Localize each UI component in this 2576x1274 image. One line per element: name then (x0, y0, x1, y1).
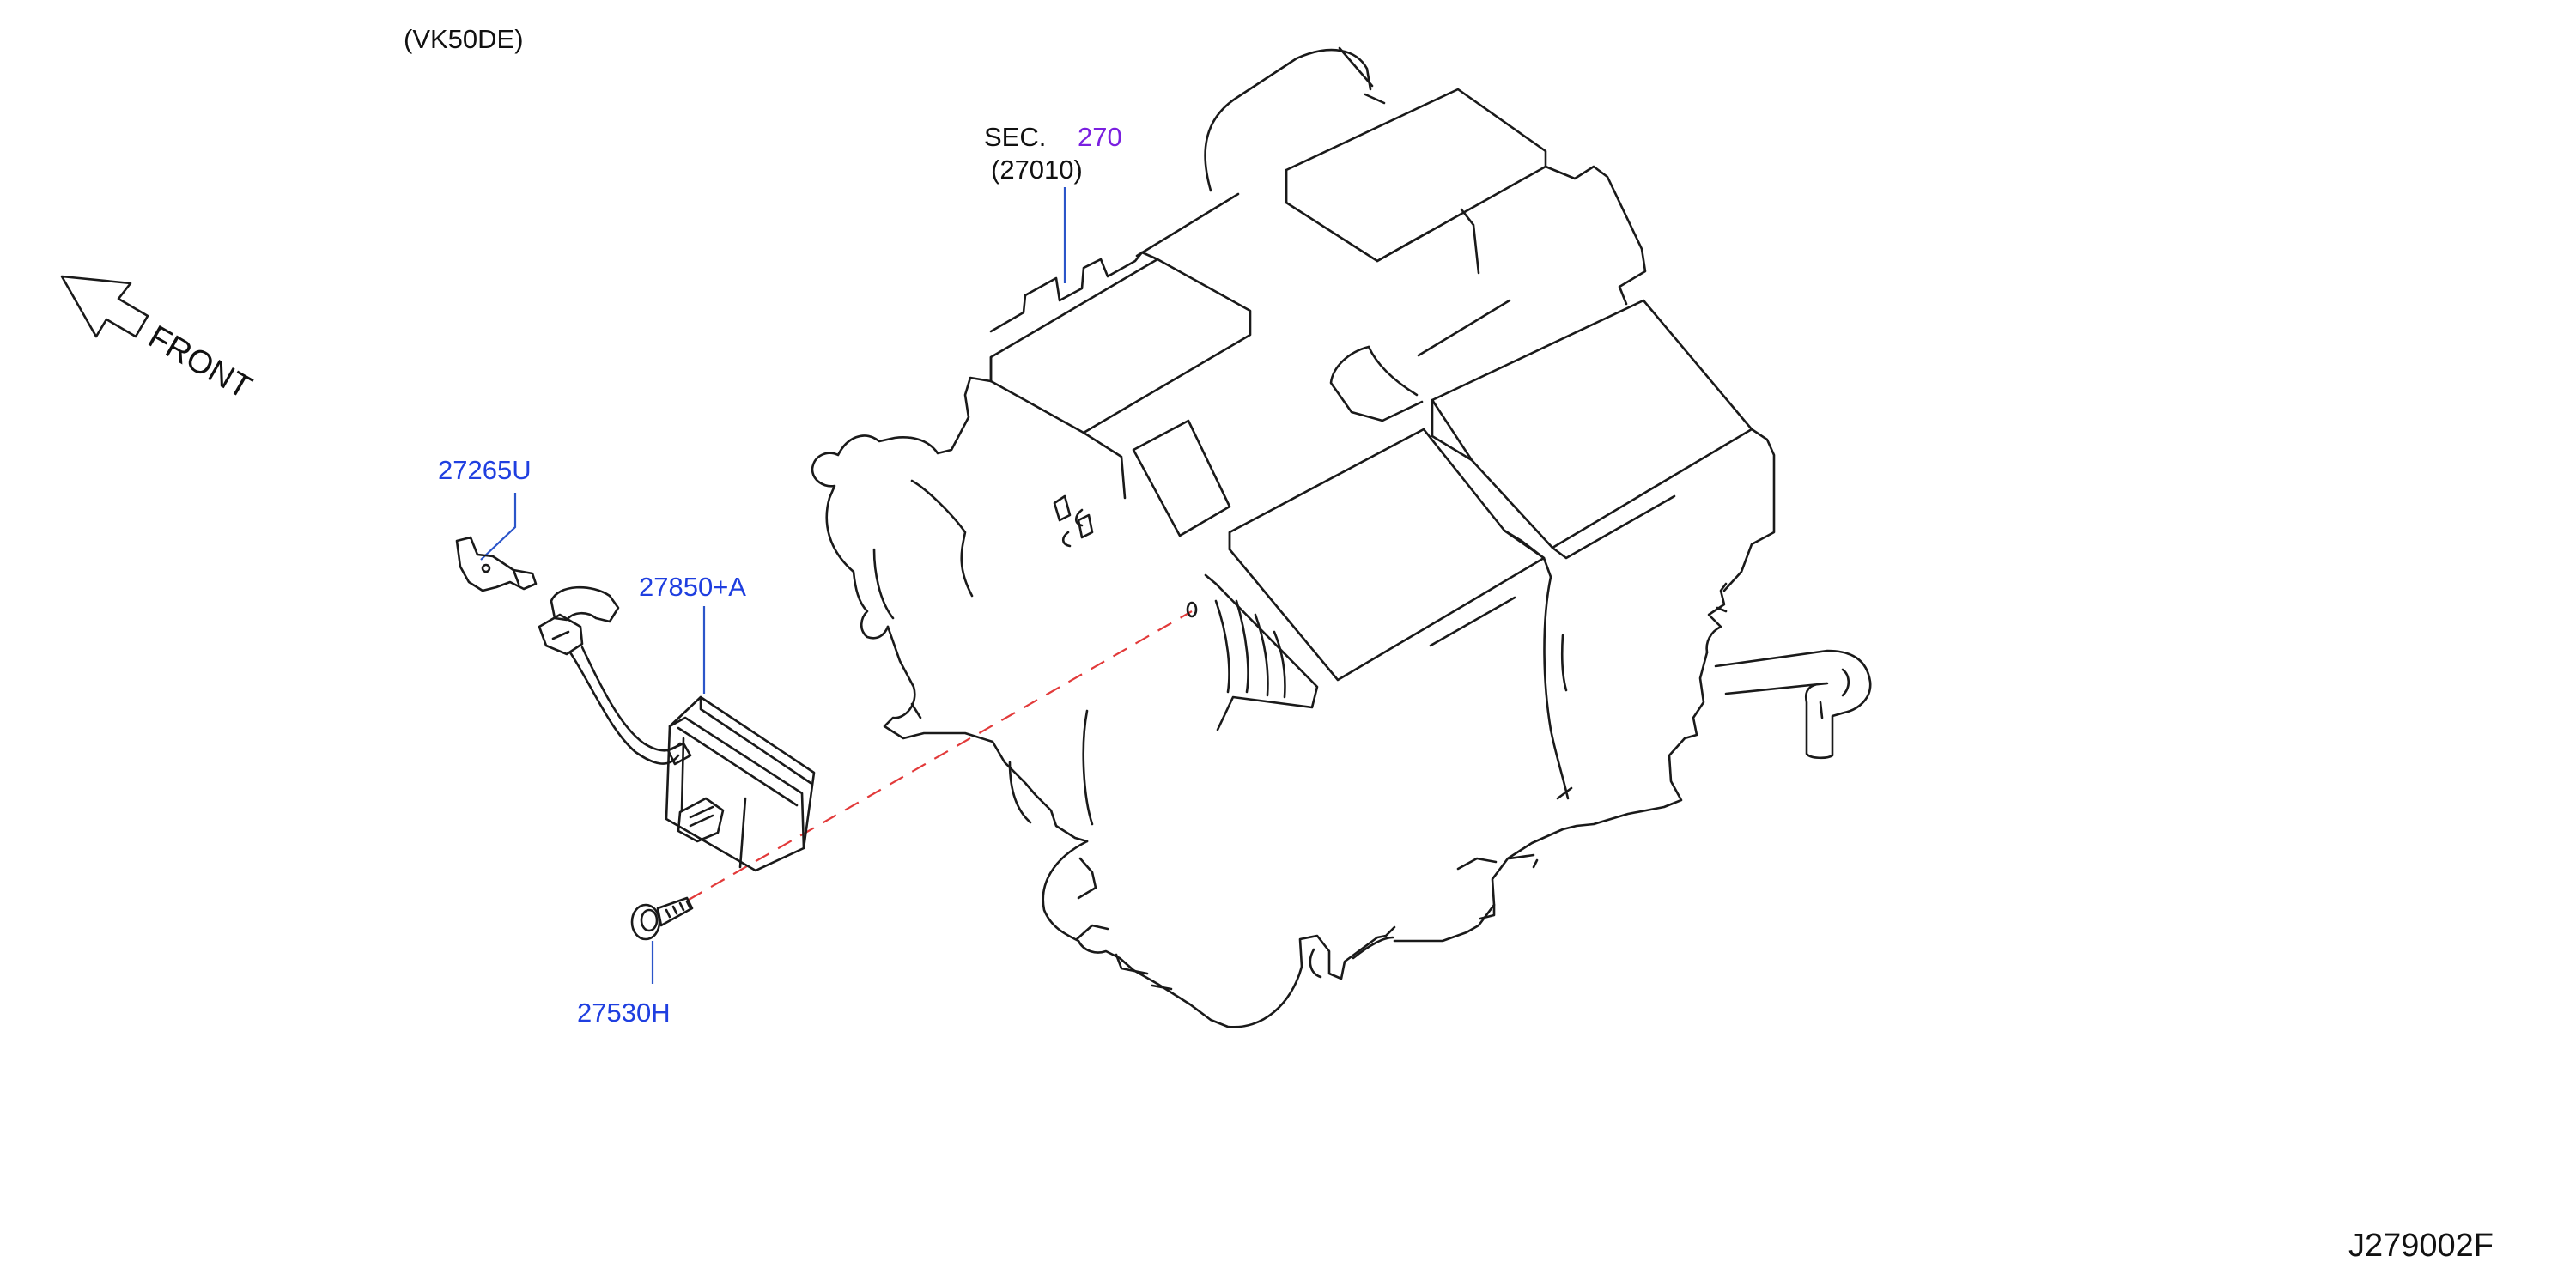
bracket-leader-line (480, 493, 517, 561)
front-arrow-icon (60, 275, 149, 338)
mounting-hole (1186, 601, 1198, 618)
part-number-27530h[interactable]: 27530H (577, 998, 671, 1028)
mounting-path-line (688, 610, 1193, 901)
diagram-id: J279002F (2348, 1228, 2494, 1264)
screw-27530h[interactable] (630, 896, 694, 941)
front-label: FRONT (143, 318, 258, 406)
part-number-27850a[interactable]: 27850+A (639, 572, 746, 602)
sensor-harness-27850a[interactable] (538, 585, 816, 872)
section-prefix: SEC. (984, 122, 1046, 152)
heater-unit-assembly (811, 46, 1872, 1028)
part-number-27265u[interactable]: 27265U (438, 455, 532, 485)
engine-code-label: (VK50DE) (404, 24, 524, 54)
section-link-270[interactable]: 270 (1078, 122, 1122, 152)
section-sub-ref: (27010) (991, 155, 1083, 185)
bracket-27265u[interactable] (455, 536, 538, 592)
